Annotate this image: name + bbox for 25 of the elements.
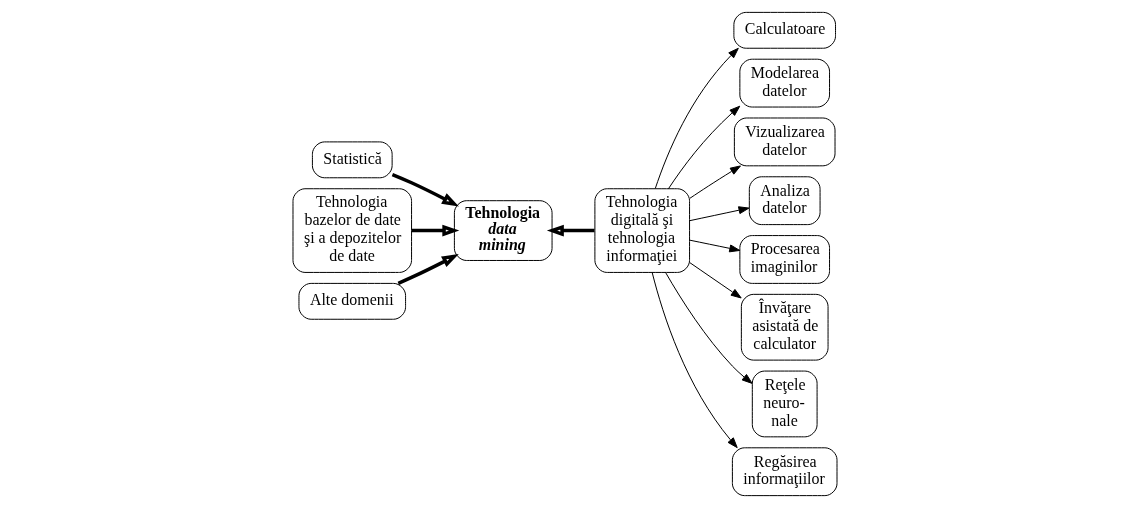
node-box: Modelarea datelor [738,58,830,108]
arrow [654,47,739,190]
node-box: Regăsirea informaţiilor [731,447,837,497]
node-box: Alte domenii [297,282,406,320]
node-box: Tehnologia data mining [453,200,553,261]
arrow [667,105,740,190]
arrow [689,165,741,199]
arrow [391,172,459,207]
node-box: Tehnologia digitală şi tehnologia informaţiei [593,188,690,273]
arrow [397,254,459,285]
node-box: Tehnologia bazelor de date şi a depozitelor de date [292,188,412,273]
node-box: Vizualizarea datelor [733,117,835,167]
arrow [664,271,753,384]
node-box: Reţele neuro- nale [751,370,818,438]
node-box: Calculatoare [732,11,836,49]
node-box: Analiza datelor [748,176,821,226]
arrow [546,224,594,237]
node-box: Procesarea imaginilor [738,235,830,284]
node-box: Învăţare asistată de calculator [740,293,829,361]
arrow [651,271,738,449]
arrow [688,262,742,299]
arrow [688,239,740,253]
arrow [688,206,749,222]
node-box: Statistică [311,141,393,179]
arrow [411,224,459,237]
